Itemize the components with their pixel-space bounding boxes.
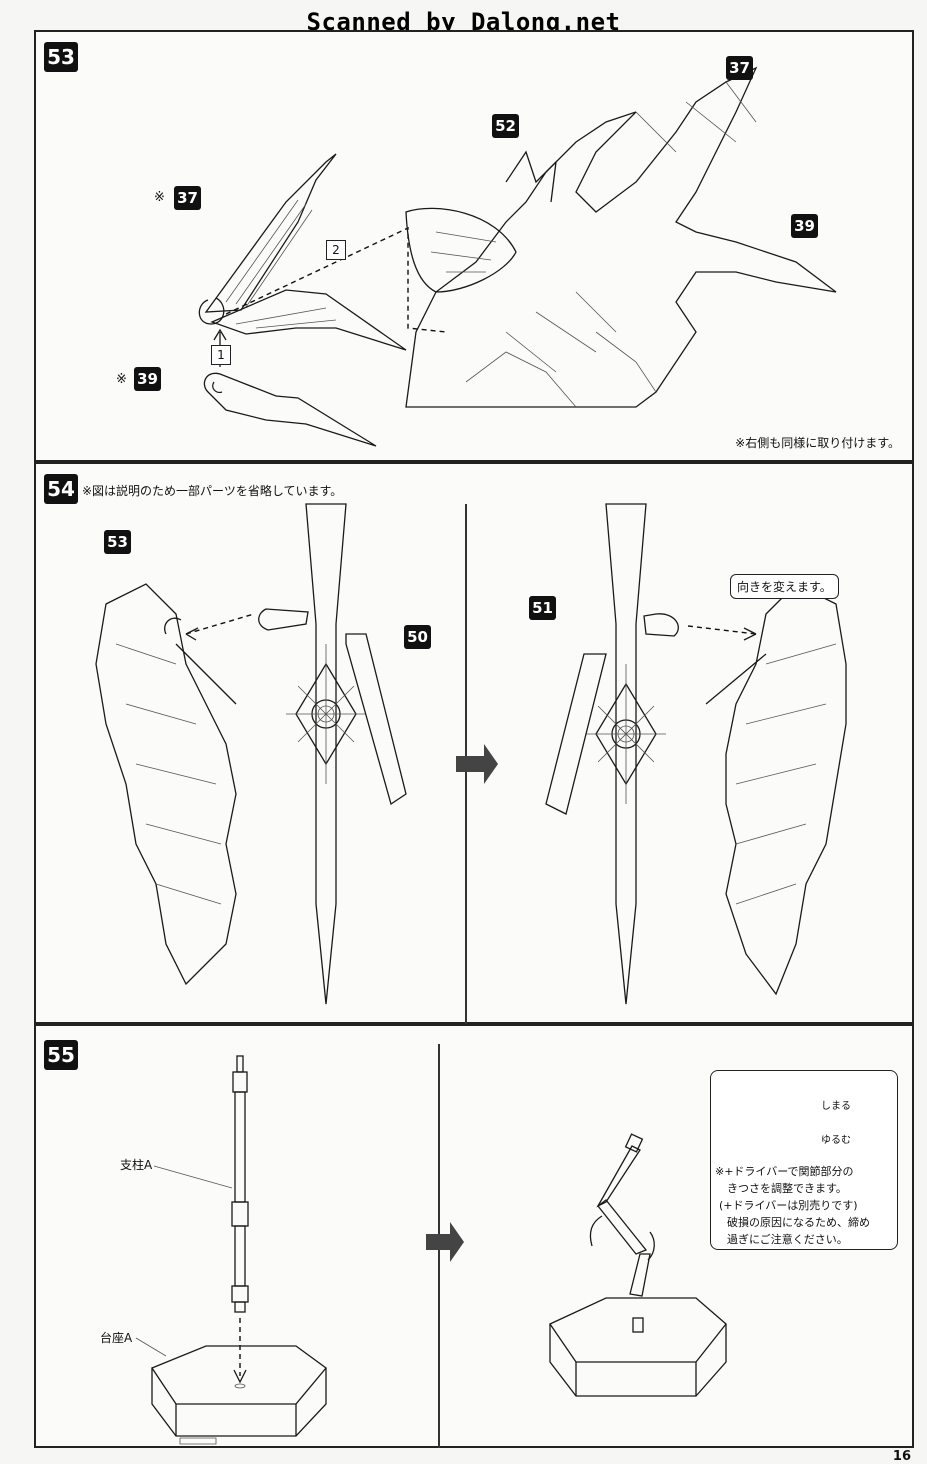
substep-2: 2 xyxy=(326,240,346,260)
note-line-5: 過ぎにご注意ください。 xyxy=(727,1233,848,1246)
pillar-a xyxy=(231,1055,249,1313)
step-53-note: ※右側も同様に取り付けます。 xyxy=(735,436,900,450)
part-label-37-left: 37 xyxy=(174,186,201,210)
loosen-label: ゆるむ xyxy=(821,1135,851,1146)
base-a xyxy=(151,1345,327,1445)
wing-assembly-right xyxy=(705,583,847,996)
wing-assembly-left xyxy=(95,583,237,986)
asterisk-39: ※ xyxy=(116,372,127,387)
note-line-3: (+ドライバーは別売りです) xyxy=(719,1199,858,1212)
part-label-51: 51 xyxy=(529,596,556,620)
step-54-note: ※図は説明のため一部パーツを省略しています。 xyxy=(82,484,343,498)
step-55-illustration xyxy=(135,1055,844,1445)
pillar-a-label: 支柱A xyxy=(120,1158,153,1172)
step-55-panel: 55 xyxy=(34,1024,914,1448)
part-label-53: 53 xyxy=(104,530,131,554)
step-53-illustration xyxy=(198,66,837,447)
step-54-number: 54 xyxy=(44,474,78,504)
part-label-39-right: 39 xyxy=(791,214,818,238)
note-line-1: ※+ドライバーで関節部分の xyxy=(715,1165,854,1178)
step-53-number: 53 xyxy=(44,42,78,72)
assembled-stand xyxy=(549,1133,727,1397)
note-line-4: 破損の原因になるため、締め xyxy=(727,1216,870,1229)
robot-body xyxy=(405,66,837,408)
tighten-label: しまる xyxy=(821,1101,851,1112)
sword-with-part-51 xyxy=(545,503,679,1005)
driver-adjust-note: しまる ゆるむ ※+ドライバーで関節部分の きつさを調整できます。 (+ドライバ… xyxy=(710,1070,898,1250)
asterisk-37: ※ xyxy=(154,190,165,205)
step-53-panel: 53 52 37 39 ※ 37 ※ xyxy=(34,30,914,462)
part-label-39-left: 39 xyxy=(134,367,161,391)
note-line-2: きつさを調整できます。 xyxy=(727,1182,847,1195)
base-a-label: 台座A xyxy=(100,1331,133,1345)
substep-1: 1 xyxy=(211,345,231,365)
part-label-52: 52 xyxy=(492,114,519,138)
step-54-illustration xyxy=(95,503,847,1005)
step-55-number: 55 xyxy=(44,1040,78,1070)
step-54-panel: 54 ※図は説明のため一部パーツを省略しています。 xyxy=(34,462,914,1024)
wing-part-39-upper xyxy=(210,289,407,351)
rotate-callout: 向きを変えます。 xyxy=(730,574,839,599)
part-label-50: 50 xyxy=(404,625,431,649)
wing-part-37-left xyxy=(198,153,337,325)
part-label-37-top: 37 xyxy=(726,56,753,80)
page-number: 16 xyxy=(892,1449,911,1464)
sword-with-part-50 xyxy=(258,503,407,1005)
wing-part-39-lower xyxy=(203,372,377,447)
